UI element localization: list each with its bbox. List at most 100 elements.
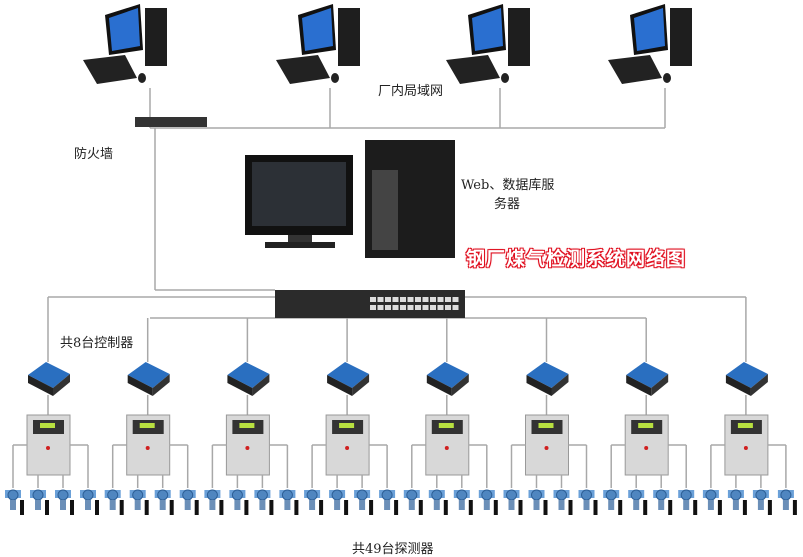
- gas-detector-icon: [553, 489, 573, 515]
- firewall-label: 防火墙: [74, 147, 114, 162]
- gas-detector-icon: [727, 489, 747, 515]
- converter-top: [327, 362, 370, 388]
- detector-sensor: [782, 500, 789, 510]
- switch-port: [407, 297, 414, 302]
- lan-label: 厂内局域网: [378, 84, 444, 99]
- converter-side: [426, 375, 452, 396]
- pc-tower: [508, 8, 530, 66]
- detector-probe: [668, 500, 673, 515]
- detector-probe: [144, 500, 149, 515]
- gas-detector-icon: [528, 489, 548, 515]
- detector-sensor: [134, 500, 141, 510]
- screen: [472, 8, 503, 51]
- detector-probe: [219, 500, 224, 515]
- gas-detector-icon: [229, 489, 249, 515]
- converter-side: [127, 375, 153, 396]
- gas-detector-icon: [30, 489, 49, 515]
- switch-port: [392, 305, 399, 310]
- detector-sensor: [433, 500, 440, 510]
- detector-sensor: [10, 500, 16, 510]
- switch-port: [437, 297, 444, 302]
- controller-cabinet-icon: [425, 414, 470, 476]
- cabinet-lcd: [638, 423, 654, 428]
- controller-cabinet-icon: [26, 414, 71, 476]
- controller-cabinet-icon: [325, 414, 370, 476]
- cabinet-indicator: [46, 446, 50, 450]
- gas-detector-icon: [5, 489, 24, 515]
- server-icon: [245, 140, 455, 258]
- converter-front: [750, 374, 768, 396]
- detector-head: [506, 489, 517, 501]
- gas-detector-icon: [304, 489, 324, 515]
- detector-probe: [468, 500, 473, 515]
- detector-probe: [767, 500, 772, 515]
- detector-sensor: [683, 500, 690, 510]
- switch-port: [392, 297, 399, 302]
- keyboard: [276, 55, 330, 84]
- converter-front: [252, 374, 270, 396]
- converter-side: [526, 375, 552, 396]
- detector-probe: [45, 500, 49, 515]
- detector-head: [281, 489, 293, 501]
- detector-sensor: [284, 500, 291, 510]
- gas-detector-icon: [179, 489, 199, 515]
- gas-detector-icon: [702, 489, 722, 515]
- controller-cabinet-icon: [525, 414, 569, 476]
- gas-detector-icon: [254, 489, 274, 515]
- screen: [109, 8, 140, 51]
- detector-sensor: [458, 500, 465, 510]
- detector-sensor: [508, 500, 515, 510]
- converter-side: [626, 375, 652, 396]
- detector-probe: [394, 500, 399, 515]
- converter-side: [227, 375, 253, 396]
- gas-detector-icon: [379, 489, 399, 515]
- controller-cabinet-icon: [724, 414, 769, 476]
- gas-detector-icon: [578, 489, 598, 515]
- monitor-base: [265, 242, 335, 248]
- serial-converter-icon: [725, 362, 768, 396]
- detector-probe: [70, 500, 74, 515]
- gas-detector-icon: [678, 489, 698, 515]
- pc-tower: [338, 8, 360, 66]
- keyboard: [608, 55, 662, 84]
- switch-port: [407, 305, 414, 310]
- detector-head: [57, 489, 69, 501]
- switch-port: [377, 305, 384, 310]
- detector-head: [755, 489, 767, 501]
- detector-head: [331, 489, 343, 501]
- serial-converter-icon: [327, 362, 370, 396]
- controller-cabinet-icon: [126, 414, 171, 476]
- detector-probe: [618, 500, 623, 515]
- detector-head: [381, 489, 393, 501]
- switch-port: [452, 305, 459, 310]
- detector-head: [481, 489, 493, 501]
- detector-sensor: [209, 500, 216, 510]
- detector-head: [431, 489, 443, 501]
- detector-probe: [20, 500, 24, 515]
- converter-top: [28, 362, 70, 388]
- detector-probe: [443, 500, 448, 515]
- switch-port: [377, 297, 384, 302]
- gas-detector-icon: [204, 489, 224, 515]
- detectors-label: 共49台探测器: [352, 542, 434, 557]
- detector-probe: [493, 500, 498, 515]
- detector-sensor: [109, 500, 116, 510]
- gas-detector-icon: [329, 489, 349, 515]
- cabinet-indicator: [245, 446, 250, 450]
- detector-probe: [742, 500, 747, 515]
- cabinet-indicator: [544, 446, 549, 450]
- detector-probe: [717, 500, 722, 515]
- converter-top: [526, 362, 569, 388]
- converter-side: [725, 375, 751, 396]
- detector-head: [705, 489, 717, 501]
- converter-top: [725, 362, 768, 388]
- cabinet-lcd: [339, 423, 355, 428]
- converter-front: [451, 374, 469, 396]
- gas-detector-icon: [628, 489, 648, 515]
- gas-detector-icon: [55, 489, 74, 515]
- gas-detector-icon: [478, 489, 498, 515]
- detector-head: [556, 489, 567, 501]
- detector-probe: [643, 500, 648, 515]
- detector-sensor: [558, 500, 565, 510]
- detector-probe: [319, 500, 324, 515]
